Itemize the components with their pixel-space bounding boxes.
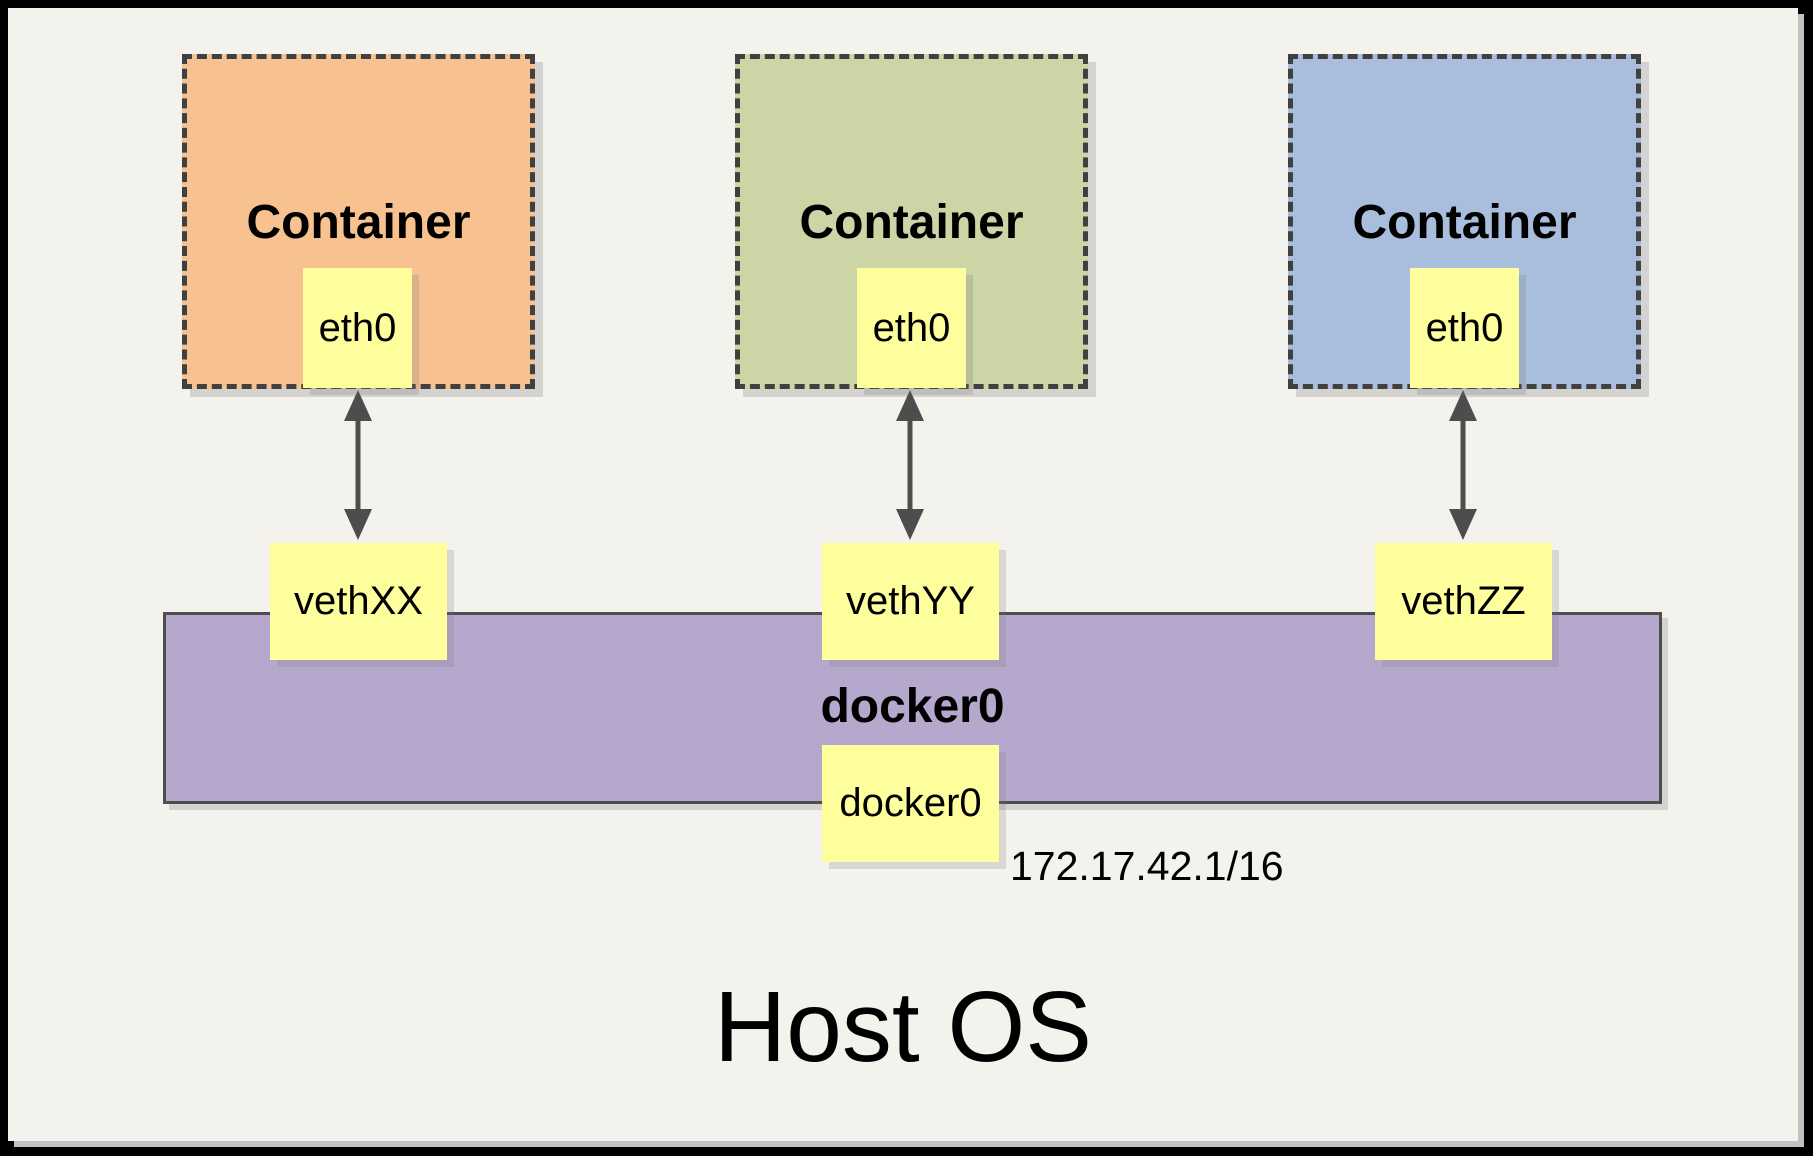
container-label: Container <box>799 196 1024 249</box>
bidirectional-arrow-1 <box>344 390 372 540</box>
host-canvas: Container Container Container eth0 eth0 … <box>8 8 1798 1141</box>
bidirectional-arrow-2 <box>896 390 924 540</box>
docker0-bridge-label: docker0 <box>820 680 1005 733</box>
vethyy-node: vethYY <box>822 543 999 660</box>
eth0-node-3: eth0 <box>1410 268 1519 388</box>
bridge-ip-address: 172.17.42.1/16 <box>1010 843 1284 889</box>
eth0-node-2: eth0 <box>857 268 966 388</box>
container-label: Container <box>246 196 471 249</box>
docker0-interface-node: docker0 <box>822 745 999 862</box>
vethzz-node: vethZZ <box>1375 543 1552 660</box>
host-os-label: Host OS <box>714 971 1092 1083</box>
bidirectional-arrow-3 <box>1449 390 1477 540</box>
eth0-node-1: eth0 <box>303 268 412 388</box>
vethxx-node: vethXX <box>270 543 447 660</box>
container-label: Container <box>1352 196 1577 249</box>
diagram-stage: Container Container Container eth0 eth0 … <box>8 8 1798 1141</box>
